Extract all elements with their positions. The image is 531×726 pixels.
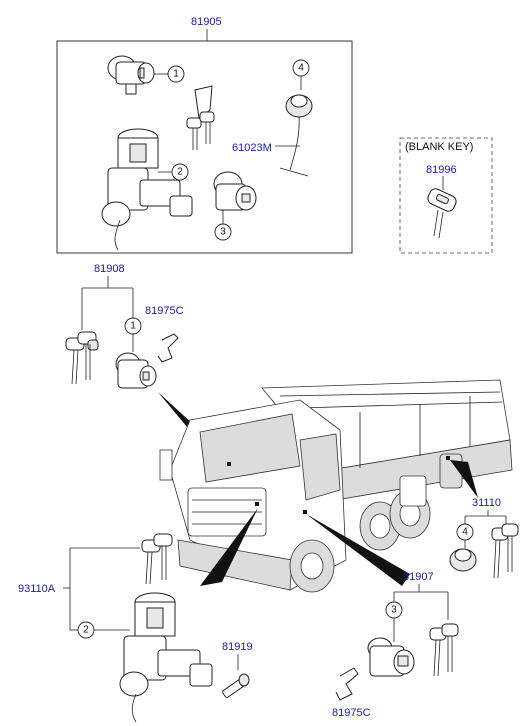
callout-4-tank: 4 bbox=[456, 523, 474, 541]
svg-text:2: 2 bbox=[177, 167, 183, 178]
label-31110[interactable]: 31110 bbox=[472, 497, 501, 509]
label-81907[interactable]: 81907 bbox=[403, 571, 434, 583]
pointer-ignition bbox=[200, 508, 258, 586]
door-keys-part[interactable] bbox=[65, 331, 99, 385]
tailgate-lock-cylinder-part[interactable] bbox=[213, 171, 257, 211]
ignition-keys-part[interactable] bbox=[141, 533, 173, 585]
pointer-tank-lock bbox=[450, 460, 478, 498]
label-81908[interactable]: 81908 bbox=[94, 263, 125, 275]
svg-text:3: 3 bbox=[220, 227, 226, 238]
ignition-switch-part[interactable] bbox=[101, 128, 193, 251]
kit-box bbox=[56, 40, 353, 254]
bolt-part[interactable] bbox=[222, 673, 250, 698]
svg-text:2: 2 bbox=[83, 625, 89, 636]
blank-key-header: (BLANK KEY) bbox=[405, 141, 473, 153]
svg-text:1: 1 bbox=[173, 69, 179, 80]
callout-1-top: 1 bbox=[167, 65, 185, 83]
callout-3-tailgate: 3 bbox=[385, 601, 403, 619]
fuel-cap-lock-part[interactable] bbox=[279, 94, 313, 177]
callout-2-ignition: 2 bbox=[77, 621, 95, 639]
tank-keys-part[interactable] bbox=[491, 523, 519, 579]
callout-2-top: 2 bbox=[171, 163, 189, 181]
door-lock-cylinder-part[interactable] bbox=[107, 55, 155, 95]
label-81975c-bottom[interactable]: 81975C bbox=[332, 707, 371, 719]
blank-key-box bbox=[399, 137, 493, 254]
label-81905[interactable]: 81905 bbox=[191, 16, 222, 28]
label-81919[interactable]: 81919 bbox=[222, 641, 253, 653]
label-81996[interactable]: 81996 bbox=[426, 164, 457, 176]
ignition-switch-part-2[interactable] bbox=[119, 592, 213, 723]
callout-3-top: 3 bbox=[214, 223, 232, 241]
tailgate-lock-cylinder-part-2[interactable] bbox=[367, 637, 415, 677]
svg-text:1: 1 bbox=[130, 321, 136, 332]
tailgate-keys-part[interactable] bbox=[429, 623, 459, 677]
svg-text:3: 3 bbox=[391, 605, 397, 616]
tank-cap-lock-part[interactable] bbox=[449, 548, 477, 572]
lock-retainer-part-2[interactable] bbox=[335, 667, 359, 701]
door-lock-cylinder-part-2[interactable] bbox=[115, 352, 157, 389]
callout-4-top: 4 bbox=[292, 59, 310, 77]
callout-1-door: 1 bbox=[124, 317, 142, 335]
lock-retainer-part[interactable] bbox=[157, 333, 179, 363]
blank-key-part[interactable] bbox=[426, 187, 458, 239]
pointer-tailgate-lock bbox=[306, 514, 410, 586]
label-61023m[interactable]: 61023M bbox=[232, 142, 272, 154]
svg-text:4: 4 bbox=[298, 63, 304, 74]
label-81975c-top[interactable]: 81975C bbox=[145, 305, 184, 317]
label-93110a[interactable]: 93110A bbox=[18, 583, 56, 595]
truck-illustration bbox=[159, 379, 513, 593]
keys-with-tag-part[interactable] bbox=[186, 85, 215, 150]
svg-text:4: 4 bbox=[462, 527, 468, 538]
